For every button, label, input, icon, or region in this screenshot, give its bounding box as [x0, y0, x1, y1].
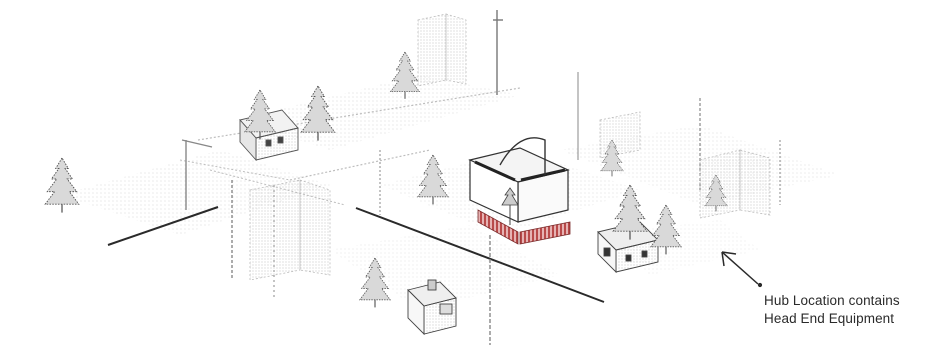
callout-arrow [721, 251, 763, 288]
house-bottom [407, 279, 457, 336]
callout-line-2: Head End Equipment [764, 311, 895, 326]
hub-building [468, 137, 571, 245]
callout-line-1: Hub Location contains [764, 293, 900, 308]
hub-location-callout: Hub Location contains Head End Equipment [764, 292, 930, 328]
background-buildings [249, 13, 771, 281]
